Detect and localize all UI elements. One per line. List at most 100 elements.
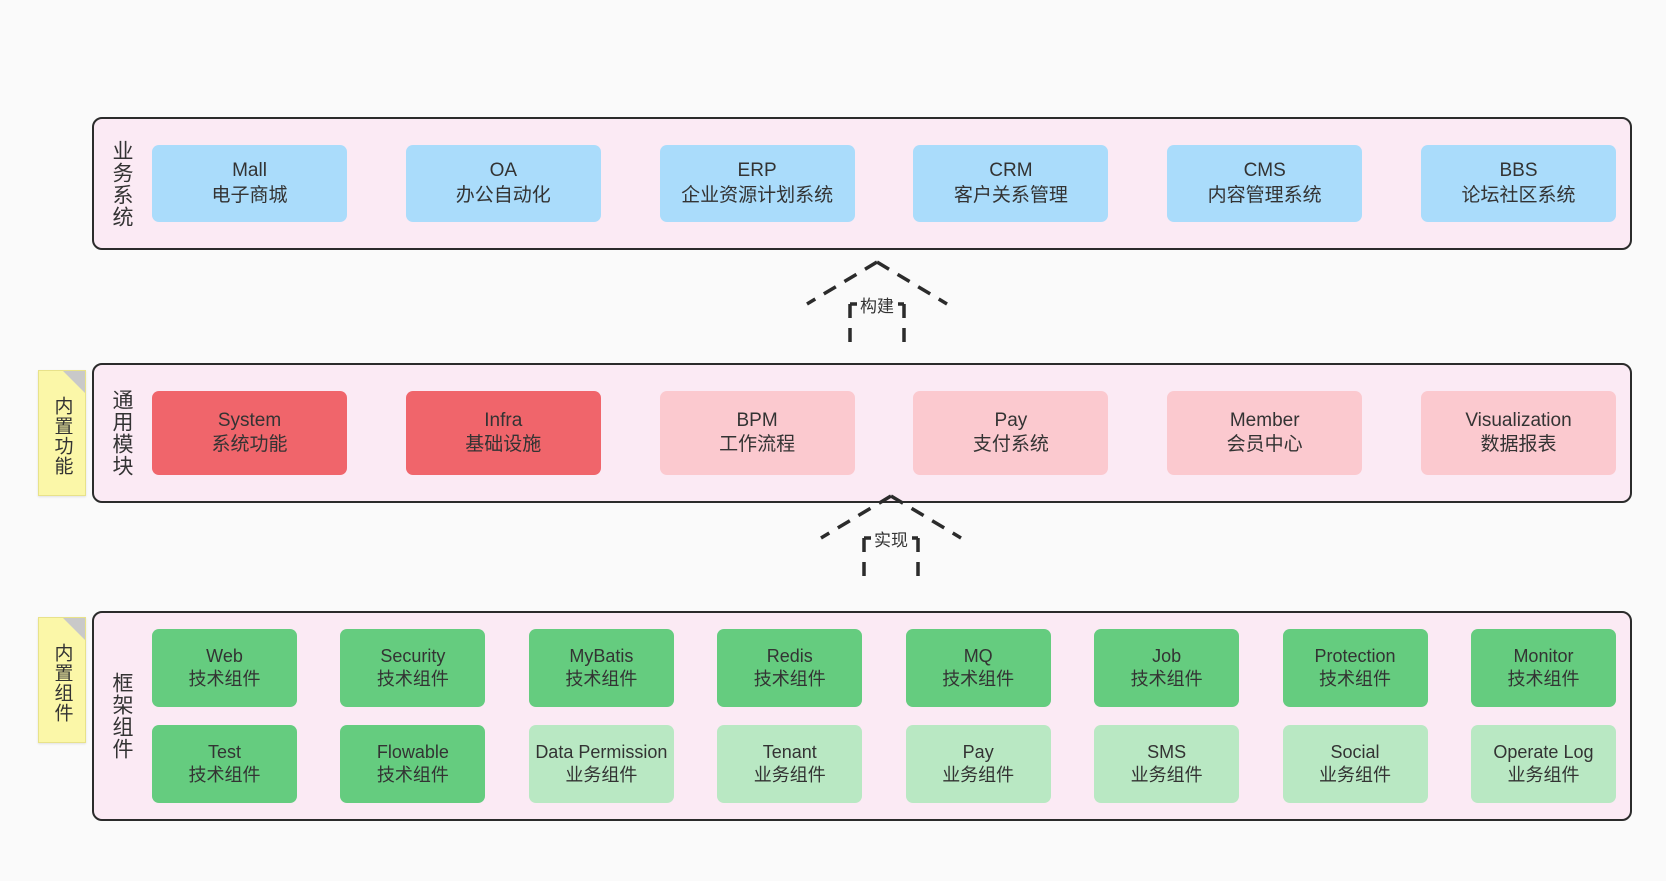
node-pay-module-cn: 支付系统 — [972, 434, 1049, 455]
node-protection[interactable]: Protection 技术组件 — [1282, 629, 1428, 707]
node-pay-component-en: Pay — [962, 741, 994, 762]
node-bpm-en: BPM — [736, 409, 778, 431]
node-bpm[interactable]: BPM 工作流程 — [659, 391, 855, 475]
note-builtin-function-label: 内置功能 — [51, 396, 73, 476]
node-mybatis-cn: 技术组件 — [565, 669, 638, 689]
node-data-permission-cn: 业务组件 — [565, 765, 638, 785]
framework-row-business: Test 技术组件 Flowable 技术组件 Data Permission … — [152, 725, 1616, 803]
node-mq[interactable]: MQ 技术组件 — [905, 629, 1051, 707]
node-infra-cn: 基础设施 — [465, 434, 542, 455]
node-test[interactable]: Test 技术组件 — [152, 725, 297, 803]
node-security[interactable]: Security 技术组件 — [340, 629, 486, 707]
note-fold-corner-icon — [63, 618, 85, 640]
node-social-cn: 业务组件 — [1319, 765, 1392, 785]
business-node-row: Mall 电子商城 OA 办公自动化 ERP 企业资源计划系统 CRM 客户关系… — [142, 119, 1630, 248]
framework-row-tech: Web 技术组件 Security 技术组件 MyBatis 技术组件 Redi… — [152, 629, 1616, 707]
node-pay-component[interactable]: Pay 业务组件 — [905, 725, 1051, 803]
node-data-permission[interactable]: Data Permission 业务组件 — [528, 725, 674, 803]
node-mall-en: Mall — [232, 160, 267, 182]
node-tenant-en: Tenant — [762, 741, 817, 762]
node-erp[interactable]: ERP 企业资源计划系统 — [659, 145, 855, 222]
connector-build: 构建 — [802, 258, 952, 348]
node-pay-component-cn: 业务组件 — [942, 765, 1015, 785]
node-bpm-cn: 工作流程 — [719, 434, 796, 455]
node-system[interactable]: System 系统功能 — [152, 391, 347, 475]
framework-node-grid: Web 技术组件 Security 技术组件 MyBatis 技术组件 Redi… — [142, 613, 1630, 819]
node-monitor[interactable]: Monitor 技术组件 — [1470, 629, 1616, 707]
node-data-permission-en: Data Permission — [535, 741, 668, 762]
node-flowable[interactable]: Flowable 技术组件 — [340, 725, 486, 803]
node-system-en: System — [217, 409, 282, 431]
node-operate-log[interactable]: Operate Log 业务组件 — [1470, 725, 1616, 803]
node-job-cn: 技术组件 — [1130, 669, 1203, 689]
node-oa-en: OA — [489, 160, 518, 182]
implement-arrowhead-icon — [820, 494, 962, 540]
note-builtin-function: 内置功能 — [38, 370, 86, 496]
node-member-en: Member — [1229, 409, 1300, 431]
layer-common-module-title: 通用模块 — [109, 389, 133, 477]
node-web-cn: 技术组件 — [188, 669, 261, 689]
node-bbs-en: BBS — [1499, 160, 1538, 182]
connector-build-label: 构建 — [857, 292, 897, 317]
layer-common-module: 通用模块 System 系统功能 Infra 基础设施 BPM 工作流程 Pay… — [92, 363, 1632, 503]
note-builtin-component: 内置组件 — [38, 617, 86, 743]
node-security-cn: 技术组件 — [376, 669, 449, 689]
common-node-row: System 系统功能 Infra 基础设施 BPM 工作流程 Pay 支付系统… — [142, 365, 1630, 501]
node-mq-cn: 技术组件 — [942, 669, 1015, 689]
node-flowable-en: Flowable — [376, 741, 449, 762]
node-visualization[interactable]: Visualization 数据报表 — [1420, 391, 1616, 475]
node-mybatis[interactable]: MyBatis 技术组件 — [528, 629, 674, 707]
node-mall[interactable]: Mall 电子商城 — [152, 145, 347, 222]
build-arrowhead-icon — [806, 260, 948, 306]
node-pay-module-en: Pay — [994, 409, 1028, 431]
node-cms[interactable]: CMS 内容管理系统 — [1167, 145, 1363, 222]
layer-framework-component-title: 框架组件 — [109, 672, 133, 760]
layer-framework-component: 框架组件 Web 技术组件 Security 技术组件 MyBatis 技术组件… — [92, 611, 1632, 821]
node-sms-en: SMS — [1147, 741, 1187, 762]
layer-business-system-title: 业务系统 — [109, 139, 133, 228]
node-protection-en: Protection — [1314, 645, 1396, 666]
node-job-en: Job — [1152, 645, 1182, 666]
node-crm[interactable]: CRM 客户关系管理 — [913, 145, 1109, 222]
node-redis-en: Redis — [766, 645, 813, 666]
node-operate-log-cn: 业务组件 — [1507, 765, 1580, 785]
node-oa-cn: 办公自动化 — [455, 184, 551, 206]
node-protection-cn: 技术组件 — [1319, 669, 1392, 689]
node-test-cn: 技术组件 — [188, 765, 261, 785]
node-tenant[interactable]: Tenant 业务组件 — [717, 725, 863, 803]
node-mybatis-en: MyBatis — [569, 645, 634, 666]
node-pay-module[interactable]: Pay 支付系统 — [913, 391, 1109, 475]
node-web[interactable]: Web 技术组件 — [152, 629, 297, 707]
node-flowable-cn: 技术组件 — [376, 765, 449, 785]
node-system-cn: 系统功能 — [211, 434, 288, 455]
node-member[interactable]: Member 会员中心 — [1167, 391, 1363, 475]
node-mall-cn: 电子商城 — [211, 184, 288, 206]
node-visualization-cn: 数据报表 — [1480, 434, 1557, 455]
node-cms-cn: 内容管理系统 — [1207, 184, 1322, 206]
note-fold-corner-icon — [63, 371, 85, 393]
node-oa[interactable]: OA 办公自动化 — [405, 145, 601, 222]
node-sms-cn: 业务组件 — [1130, 765, 1203, 785]
node-job[interactable]: Job 技术组件 — [1094, 629, 1240, 707]
node-web-en: Web — [206, 645, 243, 666]
node-test-en: Test — [207, 741, 241, 762]
connector-implement-label: 实现 — [871, 526, 911, 551]
node-sms[interactable]: SMS 业务组件 — [1094, 725, 1240, 803]
node-redis[interactable]: Redis 技术组件 — [717, 629, 863, 707]
node-bbs[interactable]: BBS 论坛社区系统 — [1420, 145, 1616, 222]
node-mq-en: MQ — [963, 645, 993, 666]
node-tenant-cn: 业务组件 — [753, 765, 826, 785]
node-infra[interactable]: Infra 基础设施 — [405, 391, 601, 475]
note-builtin-component-label: 内置组件 — [51, 643, 73, 723]
node-monitor-en: Monitor — [1513, 645, 1574, 666]
node-erp-cn: 企业资源计划系统 — [681, 184, 834, 206]
node-social-en: Social — [1330, 741, 1380, 762]
node-bbs-cn: 论坛社区系统 — [1461, 184, 1576, 206]
node-erp-en: ERP — [737, 160, 777, 182]
node-security-en: Security — [380, 645, 446, 666]
node-member-cn: 会员中心 — [1226, 434, 1303, 455]
node-social[interactable]: Social 业务组件 — [1282, 725, 1428, 803]
connector-implement: 实现 — [816, 492, 966, 582]
node-crm-en: CRM — [989, 160, 1033, 182]
